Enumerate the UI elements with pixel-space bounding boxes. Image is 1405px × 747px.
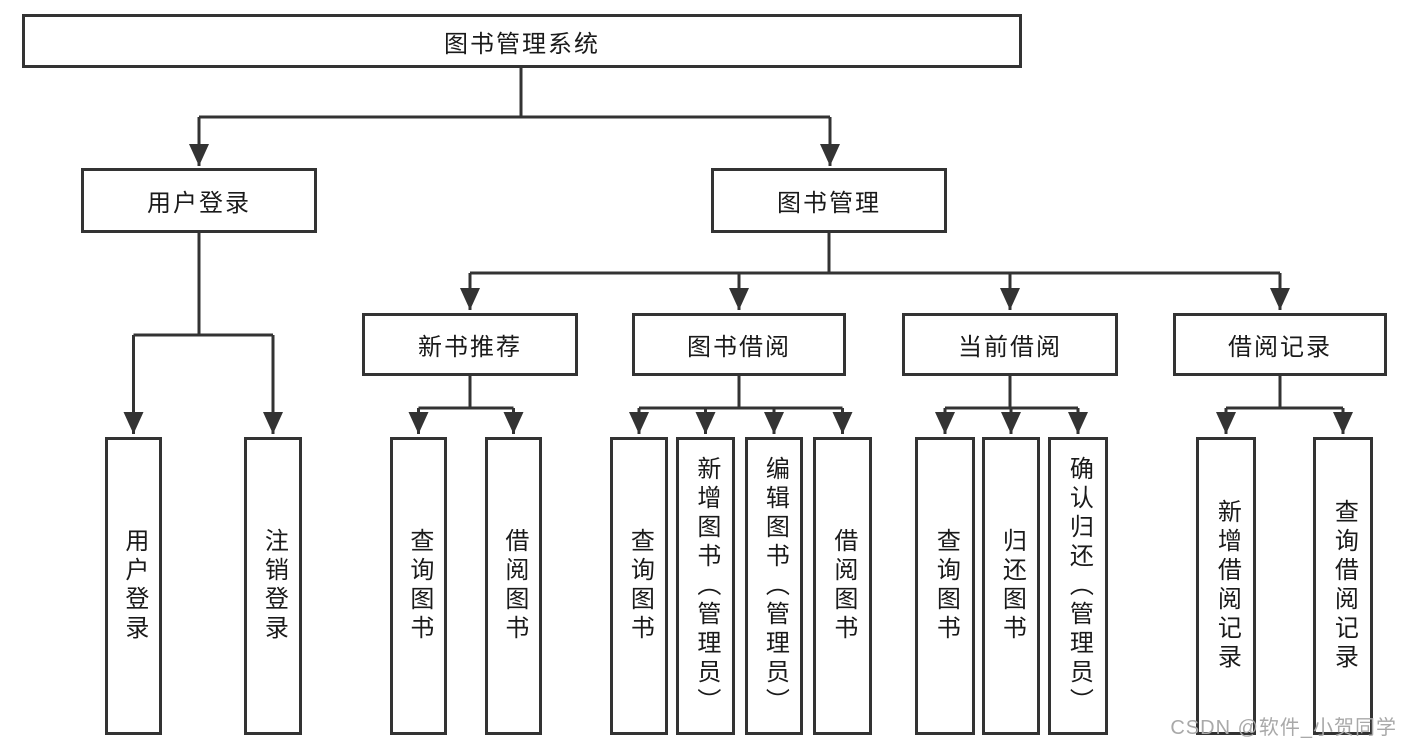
leaf-add-borrow-record: 新增借阅记录 (1196, 437, 1256, 735)
node-borrowing-records: 借阅记录 (1173, 313, 1387, 376)
node-root: 图书管理系统 (22, 14, 1022, 68)
leaf-logout: 注销登录 (244, 437, 302, 735)
leaf-confirm-return-admin: 确认归还（管理员） (1048, 437, 1108, 735)
leaf-label: 注销登录 (260, 528, 288, 644)
node-user-login: 用户登录 (81, 168, 317, 233)
leaf-borrow-books-recommend: 借阅图书 (485, 437, 542, 735)
leaf-borrow-books-borrowing: 借阅图书 (813, 437, 872, 735)
leaf-label: 查询借阅记录 (1330, 499, 1358, 673)
leaf-label: 确认归还（管理员） (1065, 455, 1093, 717)
leaf-label: 归还图书 (998, 528, 1026, 644)
node-new-book-recommendation: 新书推荐 (362, 313, 578, 376)
node-book-borrowing: 图书借阅 (632, 313, 846, 376)
leaf-query-borrow-record: 查询借阅记录 (1313, 437, 1373, 735)
leaf-label: 查询图书 (405, 528, 433, 644)
leaf-return-books: 归还图书 (982, 437, 1040, 735)
csdn-watermark: CSDN @软件_小贺同学 (1170, 717, 1397, 739)
leaf-query-books-current: 查询图书 (915, 437, 975, 735)
leaf-label: 编辑图书（管理员） (761, 455, 789, 717)
leaf-label: 新增图书（管理员） (692, 455, 720, 717)
leaf-add-book-admin: 新增图书（管理员） (676, 437, 735, 735)
leaf-label: 借阅图书 (500, 528, 528, 644)
node-current-borrowing: 当前借阅 (902, 313, 1118, 376)
leaf-label: 新增借阅记录 (1213, 499, 1241, 673)
leaf-label: 查询图书 (626, 528, 654, 644)
leaf-edit-book-admin: 编辑图书（管理员） (745, 437, 803, 735)
leaf-label: 用户登录 (120, 528, 148, 644)
leaf-user-login: 用户登录 (105, 437, 162, 735)
leaf-label: 查询图书 (932, 528, 960, 644)
leaf-query-books-recommend: 查询图书 (390, 437, 447, 735)
node-book-management: 图书管理 (711, 168, 947, 233)
leaf-query-books-borrowing: 查询图书 (610, 437, 668, 735)
leaf-label: 借阅图书 (829, 528, 857, 644)
